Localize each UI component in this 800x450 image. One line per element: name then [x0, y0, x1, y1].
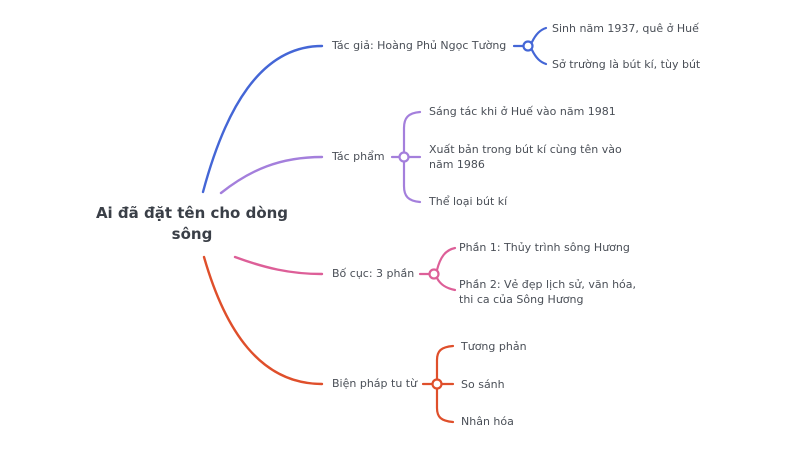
connector-bien-phap — [202, 255, 324, 386]
root-topic[interactable]: Ai đã đặt tên cho dòng sông — [92, 203, 292, 245]
branch-tac-gia[interactable]: Tác giả: Hoàng Phủ Ngọc Tường — [332, 39, 507, 52]
leaf-phan-1[interactable]: Phần 1: Thủy trình sông Hương — [459, 241, 630, 254]
connector-tac-gia — [201, 44, 324, 194]
leaf-the-loai[interactable]: Thể loại bút kí — [429, 195, 508, 208]
root-topic-line1: Ai đã đặt tên cho dòng — [95, 204, 289, 222]
leaf-tuong-phan[interactable]: Tương phản — [461, 340, 527, 353]
branch-bo-cuc[interactable]: Bố cục: 3 phần — [332, 267, 415, 280]
leaf-so-sanh[interactable]: So sánh — [461, 378, 505, 391]
connector-tac-pham — [219, 155, 324, 195]
branch-bien-phap[interactable]: Biện pháp tu từ — [332, 377, 418, 390]
connector-bo-cuc — [233, 255, 324, 276]
leaf-xuat-ban[interactable]: Xuất bản trong bút kí cùng tên vào năm 1… — [429, 143, 622, 171]
junction-bo-cuc — [418, 246, 457, 292]
leaf-sang-tac[interactable]: Sáng tác khi ở Huế vào năm 1981 — [429, 105, 616, 118]
junction-tac-gia — [512, 26, 548, 66]
junction-bien-phap — [421, 344, 455, 424]
leaf-nhan-hoa[interactable]: Nhân hóa — [461, 415, 514, 428]
leaf-so-truong[interactable]: Sở trường là bút kí, tùy bút — [552, 58, 701, 71]
leaf-phan-2[interactable]: Phần 2: Vẻ đẹp lịch sử, văn hóa, thi ca … — [459, 278, 637, 306]
branch-tac-pham[interactable]: Tác phẩm — [332, 150, 385, 163]
leaf-sinh-nam[interactable]: Sinh năm 1937, quê ở Huế — [552, 22, 699, 35]
junction-tac-pham — [390, 110, 422, 204]
root-topic-line2: sông — [171, 225, 213, 243]
